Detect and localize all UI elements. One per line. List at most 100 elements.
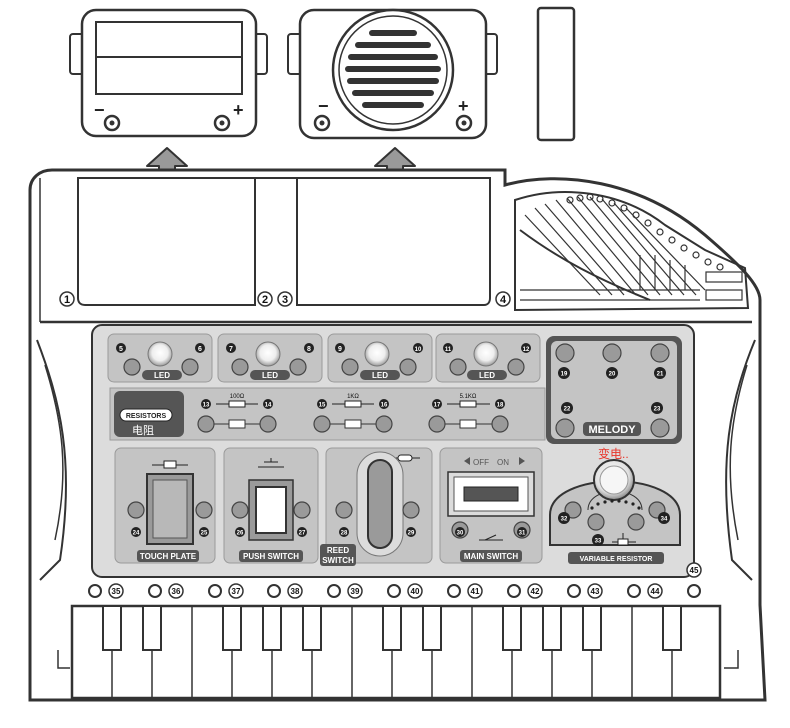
terminal-label-27: 27: [299, 531, 306, 537]
reed-switch-label-line1: REED: [327, 546, 349, 555]
terminal-label-37: 37: [232, 587, 241, 596]
terminal-label-41: 41: [471, 587, 480, 596]
terminal-label-40: 40: [411, 587, 420, 596]
push-switch-label: PUSH SWITCH: [243, 552, 299, 561]
terminal-label-32: 32: [561, 517, 568, 523]
terminal-label-42: 42: [531, 587, 540, 596]
terminal-label-34: 34: [661, 517, 668, 523]
spare-plate: [536, 6, 576, 142]
terminal-label-24: 24: [133, 531, 140, 537]
terminal-label-11: 11: [445, 347, 452, 353]
led-bulb: [364, 341, 390, 367]
terminal-label-44: 44: [651, 587, 660, 596]
push-switch-button[interactable]: [255, 486, 287, 534]
terminal-label-38: 38: [291, 587, 300, 596]
battery-plus-sign: +: [233, 100, 244, 120]
terminal-label-45: 45: [690, 566, 699, 575]
speaker: − +: [287, 8, 498, 140]
terminal-label-43: 43: [591, 587, 600, 596]
main-switch-module: OFF ON 30 31 MAIN SWITCH: [439, 447, 543, 564]
terminal-label-15: 15: [319, 403, 326, 409]
variable-resistor-chinese-label: 变电..: [598, 446, 629, 461]
led-module: LED 11 12: [435, 333, 541, 383]
terminal-label-6: 6: [198, 346, 202, 353]
terminal-label-3: 3: [282, 294, 288, 306]
terminal-label-16: 16: [381, 403, 388, 409]
right-side-groove: [725, 339, 756, 581]
terminal-label-17: 17: [434, 403, 441, 409]
terminal-label-18: 18: [497, 403, 504, 409]
main-switch-label: MAIN SWITCH: [464, 552, 518, 561]
terminal-label-9: 9: [338, 346, 342, 353]
resistor-1k-ohm: 15 16 1KΩ: [313, 394, 393, 433]
touch-plate-label: TOUCH PLATE: [140, 552, 197, 561]
resistor-value-label: 5.1KΩ: [460, 394, 477, 400]
resistors-badge-label: RESISTORS: [126, 413, 167, 420]
terminal-label-13: 13: [203, 403, 210, 409]
black-keys[interactable]: [102, 605, 682, 651]
terminal-label-21: 21: [657, 372, 664, 378]
variable-resistor-module: 变电.. 32 33 34 VARIABLE RESISTOR: [549, 446, 681, 564]
bottom-terminal-row: 35 36 37 38 39 40 41 42 43 44 45: [88, 562, 702, 599]
variable-resistor-label: VARIABLE RESISTOR: [580, 556, 653, 563]
terminal-label-35: 35: [112, 587, 121, 596]
main-switch-slider[interactable]: [463, 486, 519, 502]
terminal-label-12: 12: [523, 347, 530, 353]
led-label: LED: [372, 371, 388, 380]
speaker-grille: [345, 30, 441, 108]
led-module: LED 7 8: [217, 333, 323, 383]
resistors-chinese-label: 电阻: [132, 424, 154, 437]
reed-switch-module: 28 29 REED SWITCH: [320, 447, 433, 566]
terminal-label-29: 29: [408, 531, 415, 537]
touch-plate-module: 24 25 TOUCH PLATE: [114, 447, 216, 564]
led-label: LED: [262, 371, 278, 380]
terminal-label-39: 39: [351, 587, 360, 596]
terminal-label-5: 5: [119, 346, 123, 353]
terminal-label-25: 25: [201, 531, 208, 537]
terminal-label-20: 20: [609, 372, 616, 378]
terminal-label-1: 1: [64, 294, 70, 306]
resistors-badge: [119, 408, 173, 422]
knob-scale-dots: [590, 499, 641, 510]
led-label: LED: [154, 371, 170, 380]
terminal-label-28: 28: [341, 531, 348, 537]
piano-keyboard: [30, 604, 765, 702]
terminal-label-14: 14: [265, 403, 272, 409]
resistor-100-ohm: 13 14 100Ω: [197, 394, 277, 433]
led-bulb: [147, 341, 173, 367]
terminal-label-4: 4: [500, 294, 507, 306]
on-arrow-icon: [519, 457, 525, 465]
terminal-label-31: 31: [519, 531, 526, 537]
resistor-value-label: 100Ω: [230, 394, 245, 400]
terminal-label-30: 30: [457, 531, 464, 537]
resistors-module: RESISTORS 电阻 13 14 100Ω 15 16 1KΩ: [109, 387, 546, 441]
push-switch-module: 26 27 PUSH SWITCH: [223, 447, 319, 564]
led-bulb: [255, 341, 281, 367]
left-side-groove: [36, 339, 67, 581]
terminal-label-22: 22: [564, 407, 571, 413]
off-arrow-icon: [464, 457, 470, 465]
terminal-label-2: 2: [262, 294, 268, 306]
melody-label: MELODY: [588, 424, 636, 436]
reed-switch-capsule: [367, 459, 393, 549]
speaker-minus-sign: −: [318, 96, 329, 116]
led-module: LED 5 6: [107, 333, 213, 383]
battery-box: − +: [69, 8, 268, 138]
speaker-plus-sign: +: [458, 96, 469, 116]
terminal-label-33: 33: [595, 539, 602, 545]
compartments: [77, 177, 491, 306]
terminal-label-26: 26: [237, 531, 244, 537]
melody-module: 19 20 21 22 23 MELODY: [546, 336, 682, 444]
resistor-5k1-ohm: 17 18 5.1KΩ: [428, 394, 509, 433]
main-switch-off-label: OFF: [473, 458, 489, 467]
terminal-label-36: 36: [172, 587, 181, 596]
led-label: LED: [479, 371, 495, 380]
terminal-label-7: 7: [229, 346, 233, 353]
resistor-value-label: 1KΩ: [347, 394, 359, 400]
terminal-label-8: 8: [307, 346, 311, 353]
terminal-label-19: 19: [561, 372, 568, 378]
piano-strings-decoration: [514, 191, 750, 312]
reed-switch-label-line2: SWITCH: [322, 556, 354, 565]
main-switch-on-label: ON: [497, 458, 509, 467]
